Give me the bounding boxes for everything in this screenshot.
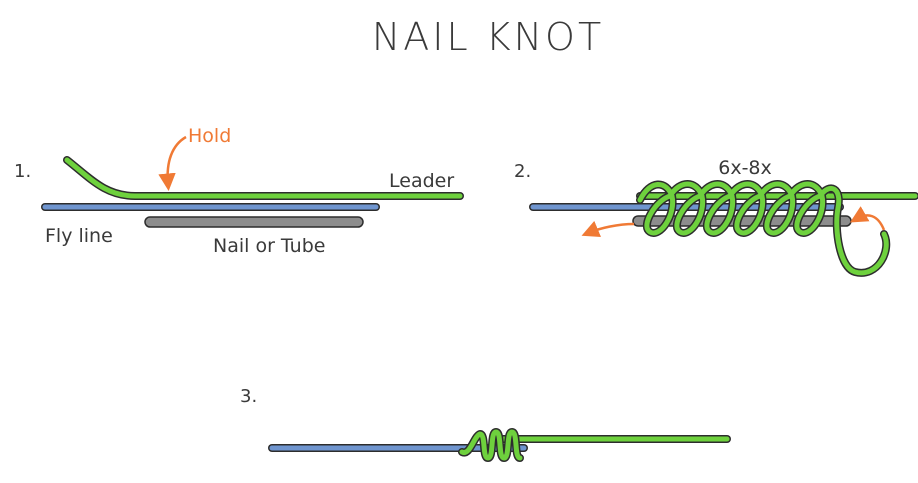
step-3-number: 3. [240, 386, 257, 407]
step-1-fly-line-label: Fly line [45, 225, 113, 247]
step-3: 3. [240, 386, 731, 462]
step-2: 2. 6x-8x [514, 157, 918, 277]
step-2-insert-arrow [849, 206, 886, 231]
step-1-hold-label: Hold [188, 125, 231, 147]
step-1-leader-label: Leader [389, 170, 454, 192]
step-2-wrap-coil-fill [637, 181, 889, 276]
step-2-wraps [636, 180, 891, 277]
step-1-hold-arrow [158, 135, 187, 191]
step-1-nail-label: Nail or Tube [213, 235, 325, 257]
step-3-knot [458, 428, 524, 462]
step-1: 1. Hold Leader Fly line Nail or Tube [14, 125, 464, 257]
step-2-wraps-label: 6x-8x [718, 157, 772, 179]
step-3-knot-fill [459, 429, 523, 461]
diagram-title: NAIL KNOT [372, 15, 604, 59]
step-1-leader-fill [64, 157, 463, 199]
step-2-withdraw-arrow [581, 220, 635, 238]
step-1-nail [144, 216, 364, 228]
step-1-number: 1. [14, 161, 31, 182]
step-2-number: 2. [514, 161, 531, 182]
